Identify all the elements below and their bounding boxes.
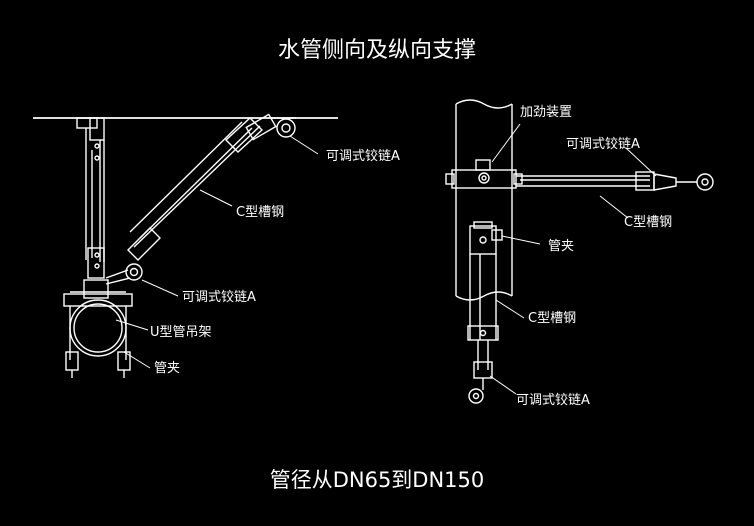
- label-hinge-bottom-left: 可调式铰链A: [182, 290, 256, 305]
- horizontal-c-channel: [516, 171, 714, 191]
- label-u-hanger: U型管吊架: [150, 325, 212, 340]
- label-reinforce: 加劲装置: [520, 105, 572, 120]
- label-c-channel-vertical: C型槽钢: [528, 311, 576, 326]
- label-hinge-top-left: 可调式铰链A: [326, 149, 400, 164]
- left-leader-lines: [115, 135, 319, 369]
- vertical-hanger: [76, 117, 105, 279]
- label-clamp-left: 管夹: [154, 361, 180, 376]
- vertical-pipe: [455, 99, 513, 301]
- bottom-adjustable-hinge: [105, 263, 143, 285]
- top-adjustable-hinge: [245, 113, 296, 141]
- lateral-brace-view: [33, 113, 338, 378]
- pipe-clamp: [469, 221, 503, 255]
- label-hinge-bottom-right: 可调式铰链A: [516, 393, 590, 408]
- label-hinge-top-right: 可调式铰链A: [566, 137, 640, 152]
- diagram-title: 水管侧向及纵向支撑: [277, 38, 476, 63]
- u-pipe-hanger: [63, 279, 133, 378]
- right-leader-lines: [489, 123, 657, 395]
- label-clamp-right: 管夹: [548, 239, 574, 254]
- longitudinal-brace-view: [445, 99, 714, 404]
- diagonal-c-channel: [127, 117, 264, 261]
- diagram-caption: 管径从DN65到DN150: [269, 468, 485, 492]
- reinforce-device: [445, 159, 523, 189]
- label-c-channel-left: C型槽钢: [236, 205, 284, 220]
- label-c-channel-horizontal: C型槽钢: [624, 215, 672, 230]
- vertical-c-channel: [467, 254, 499, 404]
